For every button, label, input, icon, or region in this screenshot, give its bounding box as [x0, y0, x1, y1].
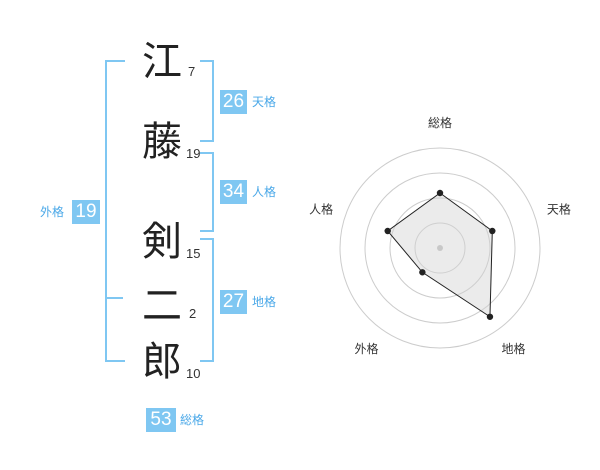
radar-center-dot: [437, 245, 443, 251]
jinkaku-label: 人格: [252, 185, 277, 199]
chikaku-bracket: [200, 238, 214, 362]
radar-ring-1: [414, 222, 466, 274]
tenkaku-bracket: [200, 60, 214, 142]
radar-ring-2: [389, 197, 491, 299]
radar-ring-4: [339, 147, 541, 349]
stroke-count-3: 15: [186, 246, 201, 261]
gaikaku-label: 外格: [40, 205, 65, 219]
gaikaku-bracket: [105, 60, 125, 362]
radar-axis-label-3: 地格: [501, 341, 525, 356]
name-char-1: 江: [142, 39, 182, 85]
radar-point-4: [419, 269, 426, 276]
chikaku-label: 地格: [252, 295, 277, 309]
jinkaku-badge: 34: [220, 180, 247, 204]
radar-point-1: [436, 189, 444, 197]
stroke-count-5: 10: [186, 366, 201, 381]
chikaku-badge: 27: [220, 290, 247, 314]
soukaku-badge: 53: [146, 408, 176, 432]
radar-axis-label-5: 人格: [309, 201, 333, 216]
radar-area: [386, 192, 493, 318]
name-char-3: 剣: [142, 219, 182, 265]
soukaku-label: 総格: [180, 413, 205, 427]
radar-point-5: [384, 227, 391, 235]
gaikaku-inner-tick: [105, 297, 123, 299]
name-char-4: 二: [142, 283, 182, 329]
stroke-count-1: 7: [188, 64, 196, 79]
radar-ring-3: [364, 172, 516, 324]
stroke-count-2: 19: [186, 146, 201, 161]
radar-axis-label-4: 外格: [355, 341, 379, 356]
tenkaku-label: 天格: [252, 95, 277, 109]
jinkaku-bracket: [200, 152, 214, 232]
gaikaku-badge: 19: [72, 200, 100, 224]
radar-axis-label-2: 天格: [547, 201, 571, 216]
radar-axis-label-1: 総格: [428, 115, 452, 130]
name-char-2: 藤: [142, 119, 182, 165]
name-char-5: 郎: [142, 339, 182, 385]
radar-point-3: [486, 313, 494, 320]
tenkaku-badge: 26: [220, 90, 247, 114]
stroke-count-4: 2: [189, 306, 197, 321]
radar-point-2: [489, 227, 496, 235]
